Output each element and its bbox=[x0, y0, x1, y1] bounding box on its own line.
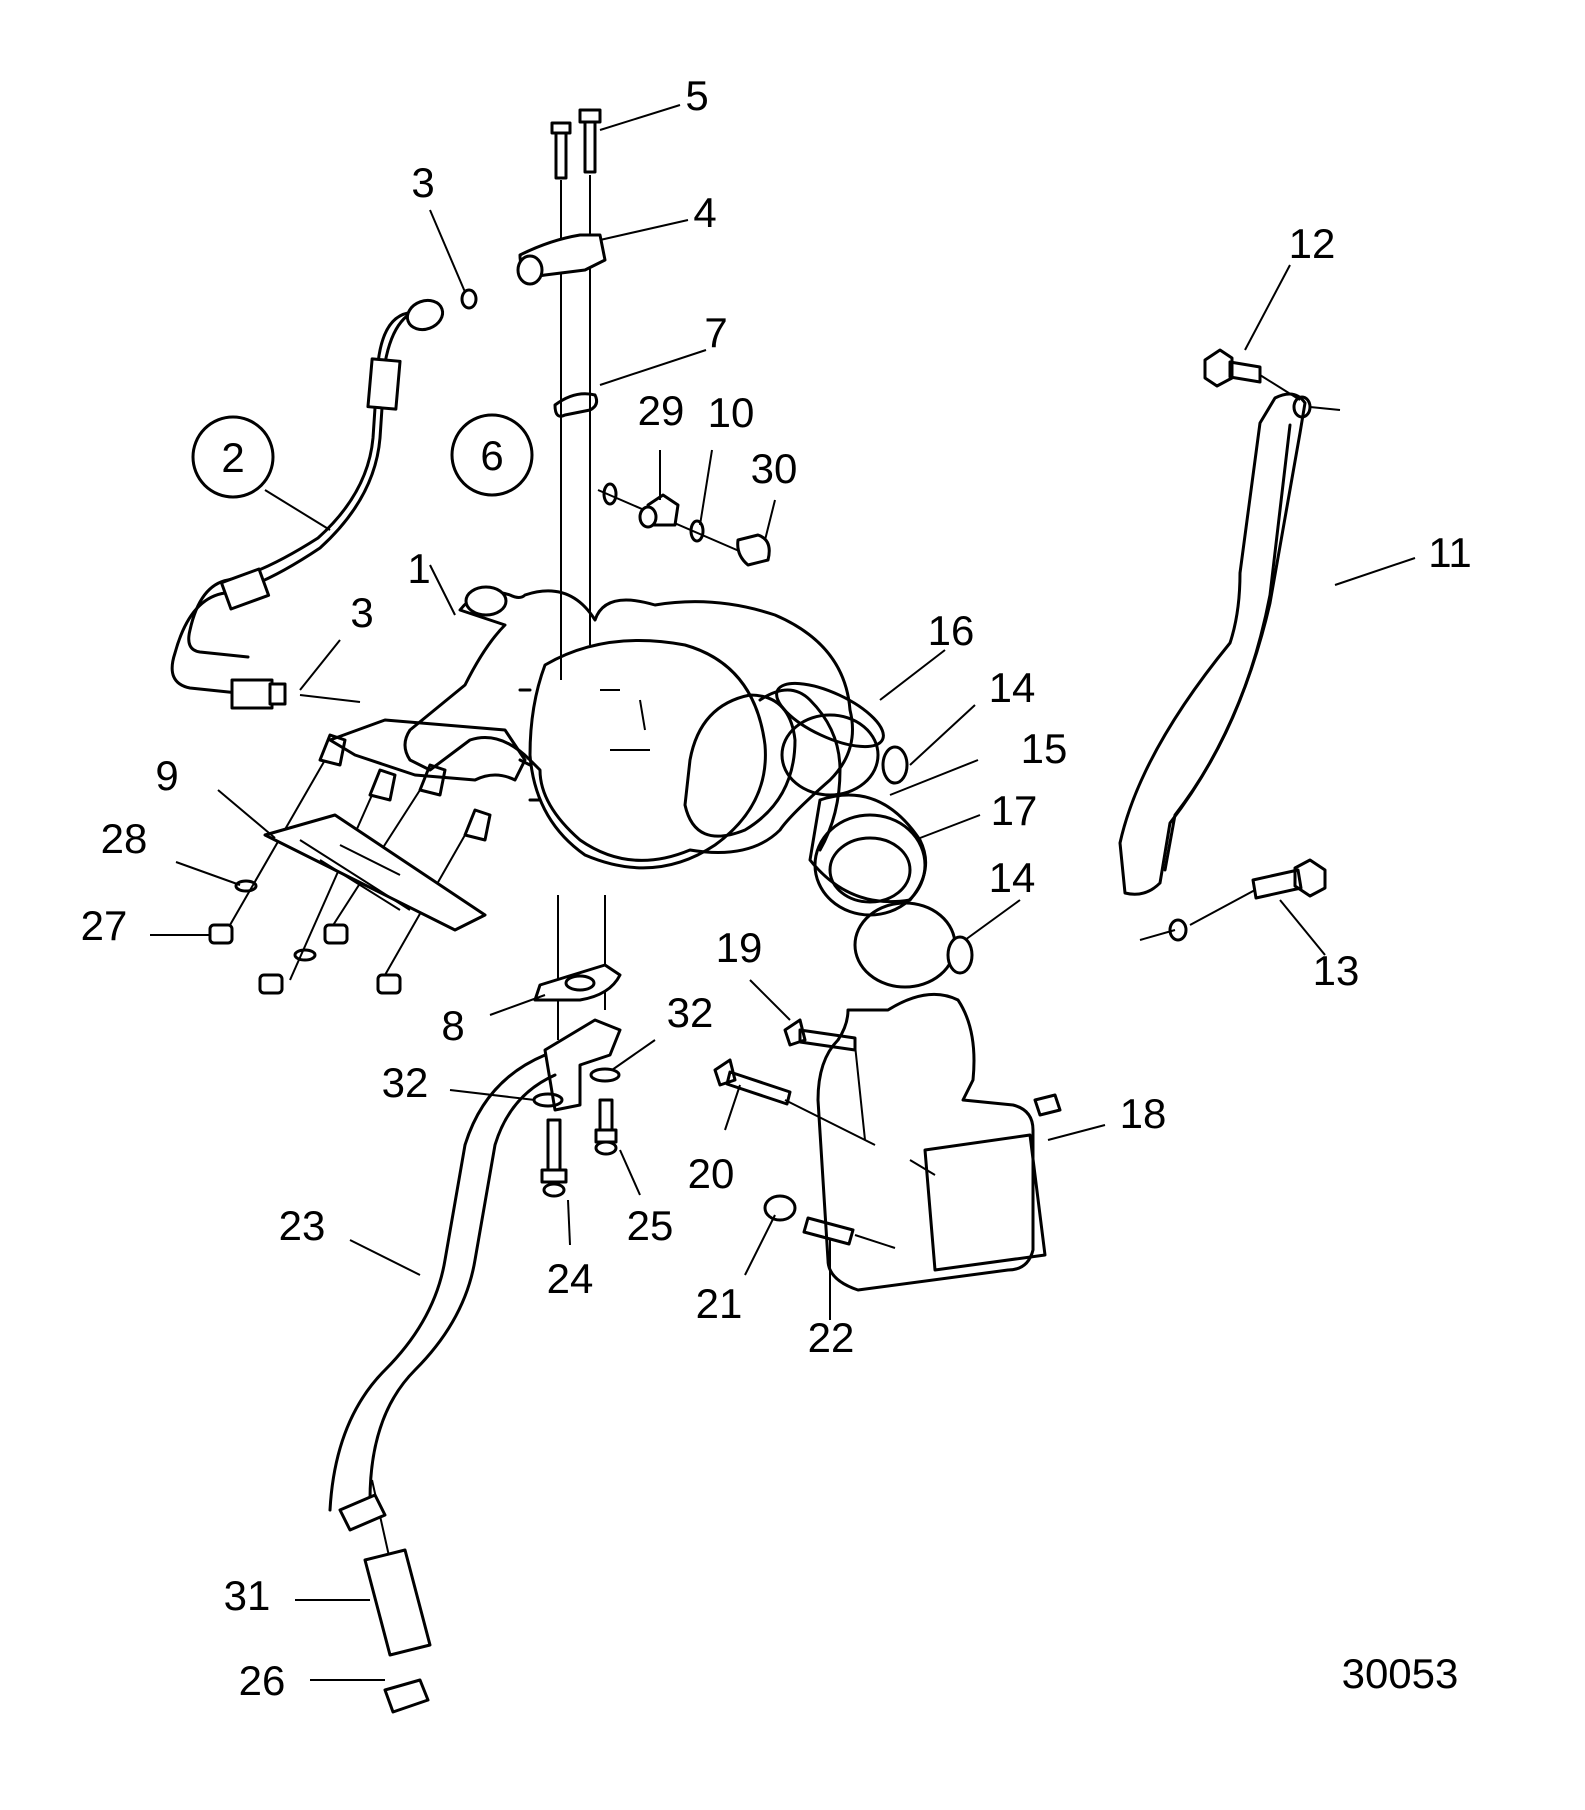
drain-connector bbox=[295, 1479, 432, 1714]
callout-label-5: 5 bbox=[685, 72, 708, 119]
callout-label-3-lower: 3 bbox=[350, 589, 373, 636]
callout-label-14-upper: 14 bbox=[989, 664, 1036, 711]
callout-label-3-top: 3 bbox=[411, 159, 434, 206]
nuts-part-27 bbox=[150, 861, 402, 995]
callout-label-29: 29 bbox=[638, 387, 685, 434]
callout-label-25: 25 bbox=[627, 1202, 674, 1249]
banjo-fitting-part-4 bbox=[516, 233, 607, 286]
callout-label-16: 16 bbox=[928, 607, 975, 654]
outlet-elbow-part-18 bbox=[816, 992, 1106, 1292]
callout-label-24: 24 bbox=[547, 1255, 594, 1302]
gasket-part-9 bbox=[217, 789, 487, 932]
callout-label-23: 23 bbox=[279, 1202, 326, 1249]
figure-id: 30053 bbox=[1342, 1650, 1459, 1697]
callout-label-31: 31 bbox=[224, 1572, 271, 1619]
oil-pipe-part-2 bbox=[170, 298, 445, 710]
callout-labels: 1 3 3 4 5 7 8 9 10 11 12 13 14 14 15 16 … bbox=[81, 72, 1472, 1704]
callout-label-9: 9 bbox=[155, 752, 178, 799]
sealing-ring-part-3-top bbox=[460, 288, 478, 310]
callout-label-6: 6 bbox=[480, 432, 503, 479]
callout-label-20: 20 bbox=[688, 1150, 735, 1197]
callout-label-2: 2 bbox=[221, 434, 244, 481]
union-bolt-assembly bbox=[597, 482, 771, 567]
callout-label-15: 15 bbox=[1021, 725, 1068, 772]
bracket-bolts bbox=[1189, 264, 1327, 956]
callout-label-27: 27 bbox=[81, 902, 128, 949]
drain-hose-part-23 bbox=[328, 1053, 557, 1512]
turbocharger-part-1 bbox=[403, 585, 854, 870]
turbine-flange bbox=[229, 718, 527, 981]
callout-label-28: 28 bbox=[101, 815, 148, 862]
callout-label-18: 18 bbox=[1120, 1090, 1167, 1137]
callout-label-21: 21 bbox=[696, 1280, 743, 1327]
callout-label-13: 13 bbox=[1313, 947, 1360, 994]
leader-lines bbox=[264, 104, 1021, 1320]
callout-label-7: 7 bbox=[704, 309, 727, 356]
callout-label-30: 30 bbox=[751, 445, 798, 492]
callout-circle-6: 6 bbox=[450, 413, 534, 497]
callout-label-32-right: 32 bbox=[667, 989, 714, 1036]
callout-label-22: 22 bbox=[808, 1314, 855, 1361]
callout-label-19: 19 bbox=[716, 924, 763, 971]
elbow-fasteners bbox=[713, 1018, 896, 1249]
callout-label-12: 12 bbox=[1289, 220, 1336, 267]
callout-label-4: 4 bbox=[693, 189, 716, 236]
callout-label-10: 10 bbox=[708, 389, 755, 436]
callout-label-17: 17 bbox=[991, 787, 1038, 834]
callout-label-26: 26 bbox=[239, 1657, 286, 1704]
compressor-outlet-hoses bbox=[775, 681, 974, 989]
callout-label-1: 1 bbox=[407, 545, 430, 592]
callout-label-32-left: 32 bbox=[382, 1059, 429, 1106]
drain-flange bbox=[449, 1018, 656, 1246]
clip-part-7 bbox=[553, 349, 707, 418]
gasket-part-8 bbox=[489, 895, 622, 1040]
callout-label-11: 11 bbox=[1428, 529, 1472, 576]
support-bracket-part-11 bbox=[1118, 392, 1416, 942]
callout-label-14-lower: 14 bbox=[989, 854, 1036, 901]
callout-label-8: 8 bbox=[441, 1002, 464, 1049]
callout-circle-2: 2 bbox=[191, 415, 275, 499]
